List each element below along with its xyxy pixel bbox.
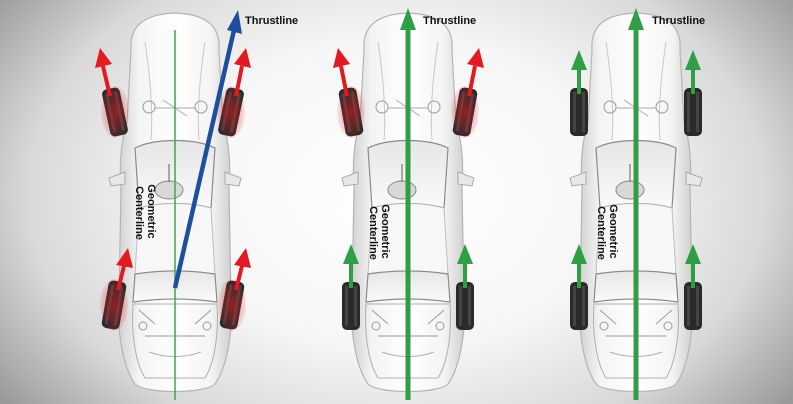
panel-right: Thrustline Geometric Centerline bbox=[569, 8, 705, 400]
arrow-left-front-left bbox=[95, 48, 112, 97]
centerline-label-middle-1: Geometric bbox=[379, 204, 391, 258]
arrow-left-front-right bbox=[234, 48, 251, 97]
thrustline-label-middle: Thrustline bbox=[423, 15, 476, 27]
arrow-middle-front-right bbox=[467, 48, 484, 97]
tire-right-rear-left bbox=[570, 282, 588, 330]
centerline-label-left-2: Centerline bbox=[133, 186, 145, 240]
centerline-label-left-1: Geometric bbox=[145, 184, 157, 238]
centerline-label-right-1: Geometric bbox=[607, 204, 619, 258]
arrow-right-rear-left bbox=[571, 244, 587, 288]
arrow-right-front-left bbox=[571, 50, 587, 94]
tire-right-rear-right bbox=[684, 282, 702, 330]
thrustline-left bbox=[172, 10, 242, 289]
arrow-right-rear-right bbox=[685, 244, 701, 288]
arrow-middle-front-left bbox=[333, 48, 350, 97]
svg-text:Geometric Centerline: Geometric Centerline bbox=[133, 184, 157, 241]
tire-right-front-left bbox=[570, 88, 588, 136]
arrow-middle-rear-left bbox=[343, 244, 359, 288]
tire-middle-rear-left bbox=[342, 282, 360, 330]
centerline-label-middle-2: Centerline bbox=[367, 206, 379, 260]
panel-left: Thrustline Geometric Centerline bbox=[95, 10, 298, 400]
svg-text:Geometric Centerline: Geometric Centerline bbox=[367, 204, 391, 261]
arrow-left-rear-right bbox=[234, 248, 251, 291]
thrustline-label-right: Thrustline bbox=[652, 15, 705, 27]
centerline-label-right-2: Centerline bbox=[595, 206, 607, 260]
arrow-middle-rear-right bbox=[457, 244, 473, 288]
thrustline-label-left: Thrustline bbox=[245, 15, 298, 27]
thrustline-right bbox=[628, 8, 644, 400]
panel-middle: Thrustline Geometric Centerline bbox=[333, 8, 484, 400]
tire-right-front-right bbox=[684, 88, 702, 136]
thrustline-middle bbox=[400, 8, 416, 400]
svg-text:Geometric Centerline: Geometric Centerline bbox=[595, 204, 619, 261]
arrow-left-rear-left bbox=[116, 248, 133, 291]
tire-middle-rear-right bbox=[456, 282, 474, 330]
arrow-right-front-right bbox=[685, 50, 701, 94]
